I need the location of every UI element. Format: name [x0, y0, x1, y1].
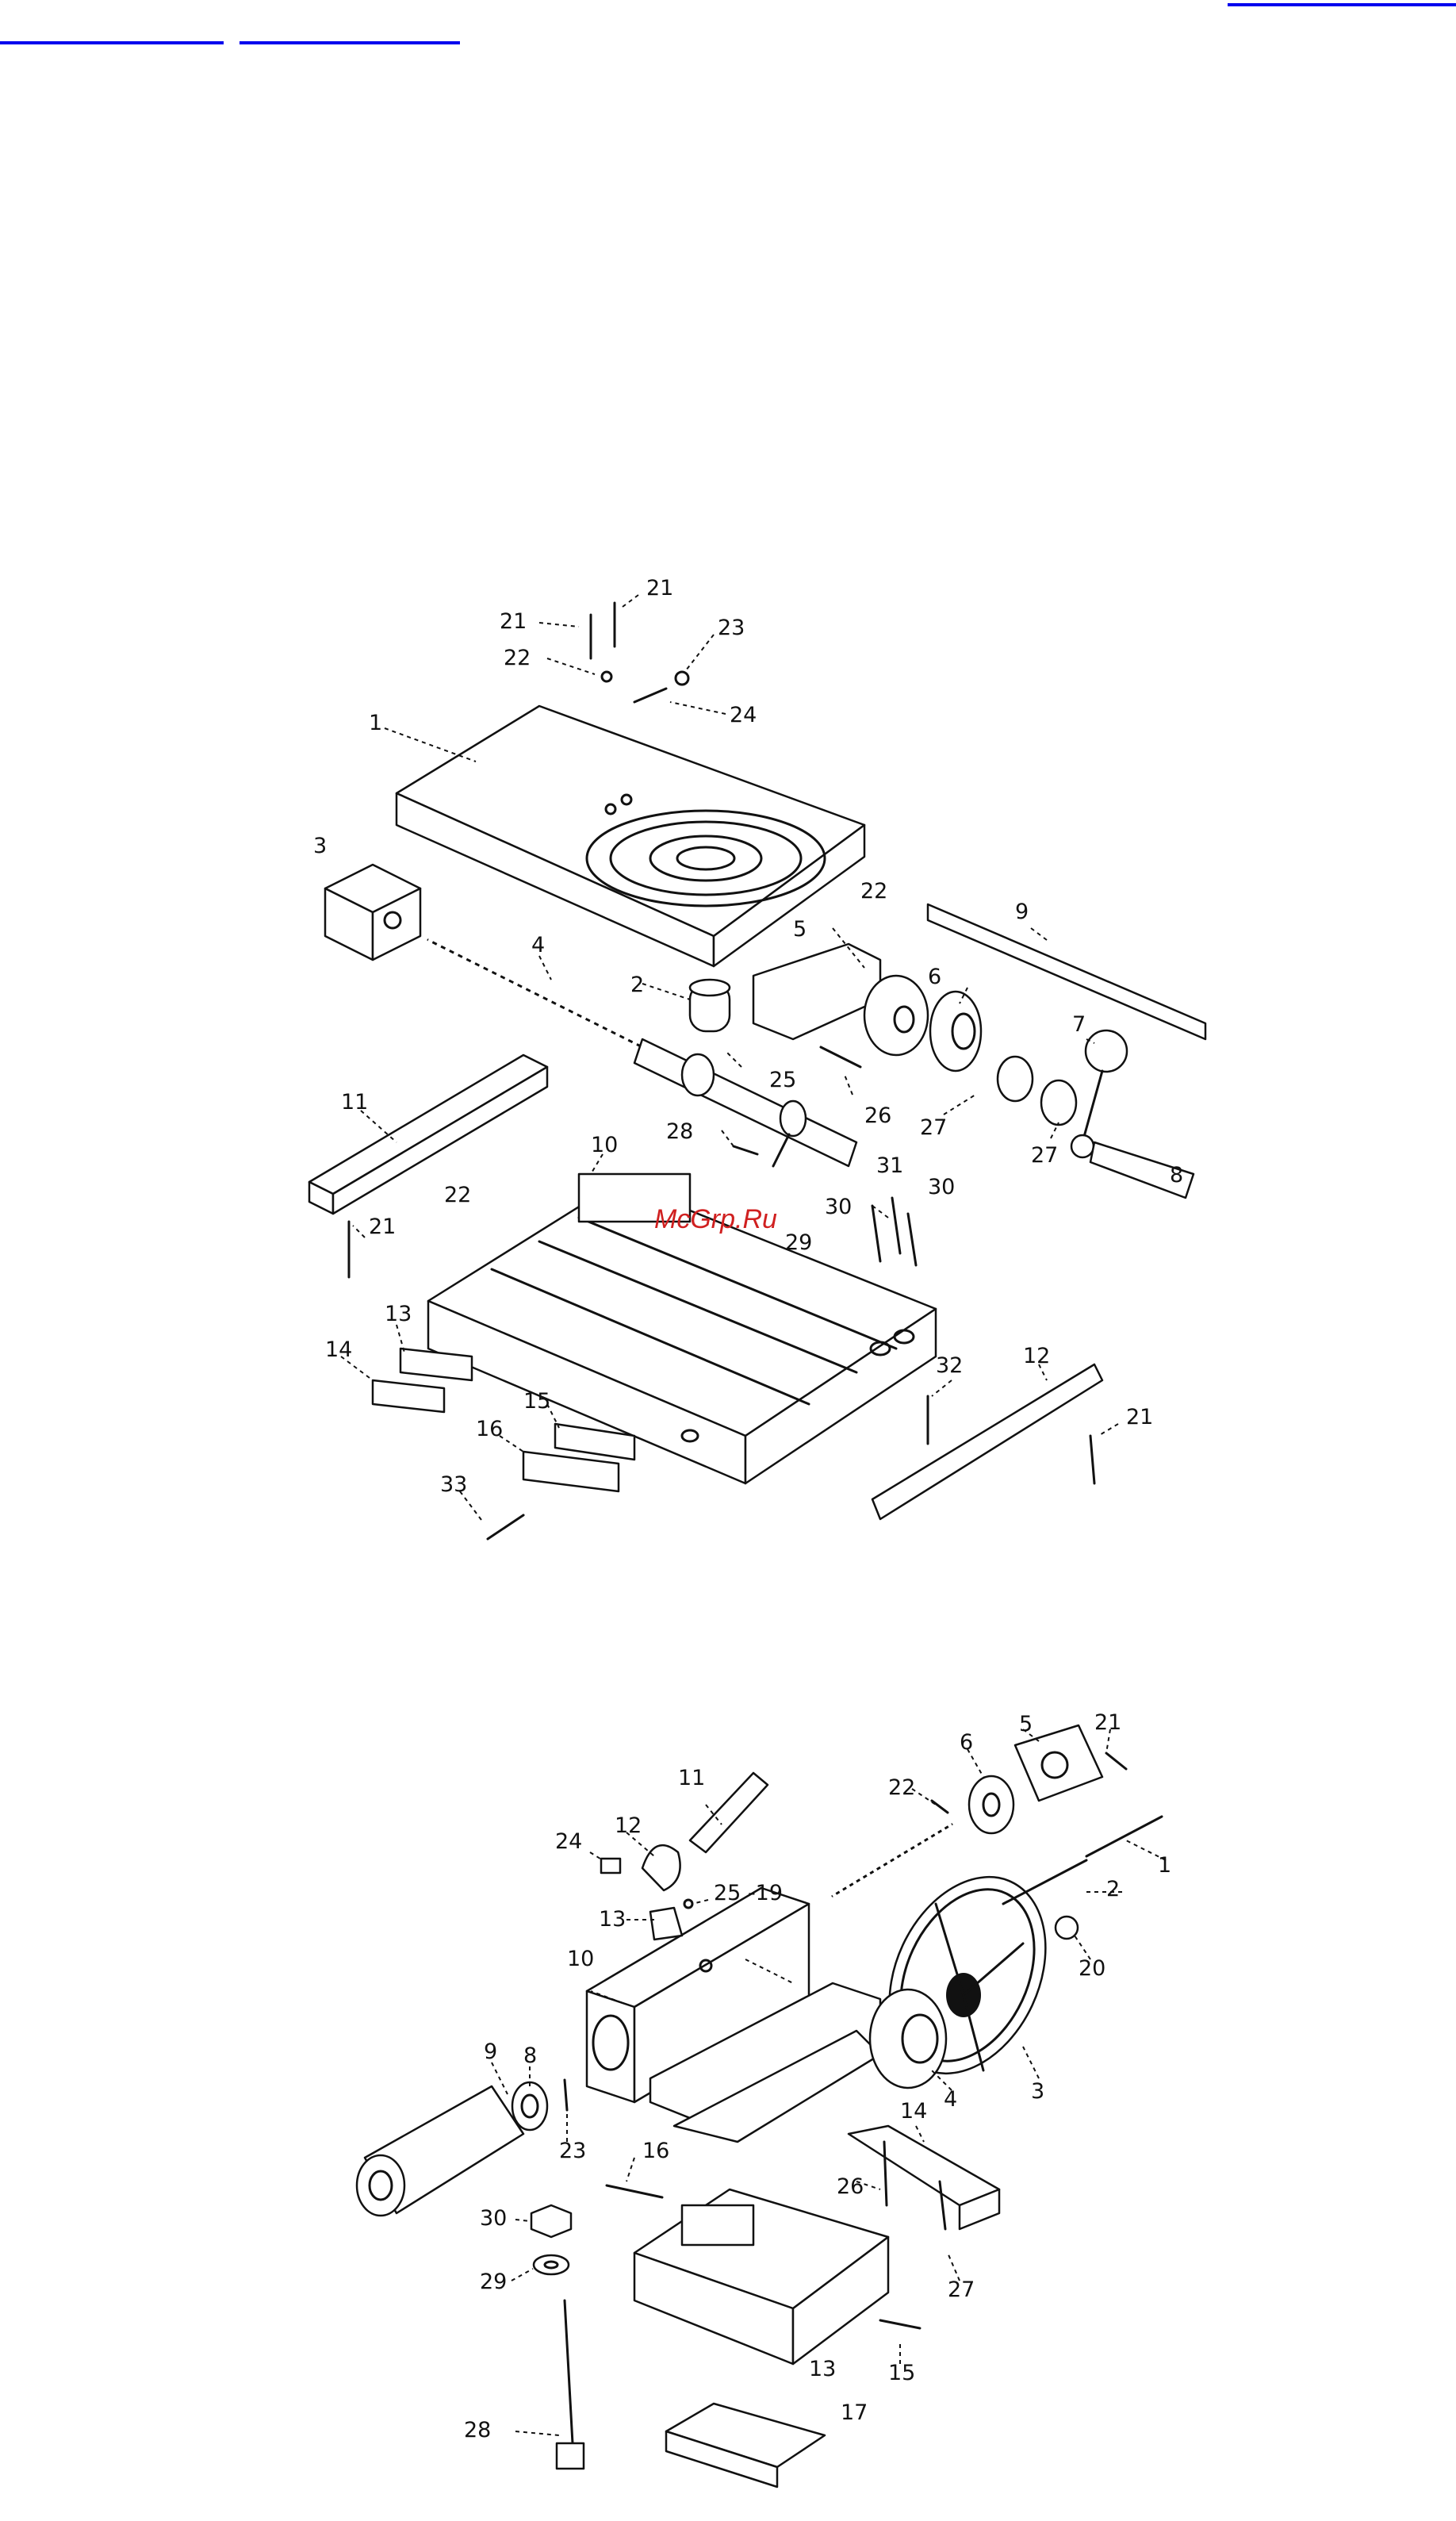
label2-2: 2 — [1106, 1877, 1120, 1901]
label2-3: 3 — [1031, 2079, 1044, 2104]
part-long-bolt — [557, 2300, 584, 2469]
label2-17: 17 — [841, 2400, 868, 2425]
label2-16: 16 — [642, 2139, 669, 2163]
part-base-casting — [634, 2189, 888, 2364]
part-collar — [512, 2082, 547, 2130]
label2-13a: 13 — [599, 1907, 626, 1932]
label2-27: 27 — [948, 2277, 975, 2302]
label2-19: 25 -19 — [714, 1881, 783, 1905]
label2-5: 5 — [1019, 1712, 1033, 1736]
label2-4: 4 — [944, 2087, 957, 2112]
label2-26: 26 — [837, 2174, 864, 2199]
part-sleeve — [357, 2086, 523, 2216]
label2-10: 10 — [567, 1947, 594, 1971]
label2-12: 12 — [615, 1813, 642, 1838]
part-foot-plate — [666, 2404, 825, 2487]
label2-22: 22 — [888, 1775, 915, 1800]
label2-20: 20 — [1079, 1956, 1105, 1981]
label2-11: 11 — [678, 1766, 705, 1790]
label2-30: 30 — [480, 2206, 507, 2231]
label2-23: 23 — [559, 2139, 586, 2163]
part-pin — [607, 2185, 662, 2197]
label2-1: 1 — [1158, 1853, 1171, 1878]
label2-15: 15 — [888, 2361, 915, 2385]
label2-14: 14 — [900, 2099, 927, 2124]
label2-8: 8 — [523, 2043, 537, 2068]
label2-13b: 13 — [809, 2357, 836, 2381]
label2-21: 21 — [1094, 1710, 1121, 1735]
label2-9: 9 — [484, 2039, 497, 2064]
part-nut-washer — [531, 2205, 571, 2274]
label2-6: 6 — [960, 1730, 973, 1755]
label2-24: 24 — [555, 1829, 582, 1854]
label2-28: 28 — [464, 2418, 491, 2442]
label2-29: 29 — [480, 2270, 507, 2294]
